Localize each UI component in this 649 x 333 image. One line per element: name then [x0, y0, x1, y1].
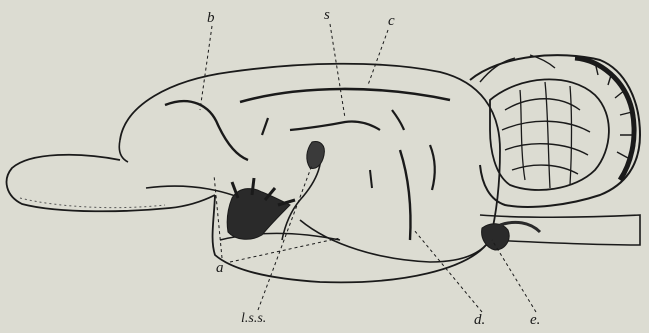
label-c: c — [388, 14, 395, 29]
leader-line-b — [200, 26, 212, 110]
cerebral-hemisphere-outline — [120, 64, 500, 283]
leader-line-s — [330, 24, 345, 118]
olfactory-lobe — [7, 155, 215, 212]
cerebellum-folia-1 — [505, 99, 580, 110]
cerebellum-folia-6 — [545, 82, 550, 188]
leader-line-c — [368, 30, 388, 85]
leader-line-d — [414, 230, 482, 312]
cerebellum-folia-3 — [505, 144, 588, 155]
sulcus-small-1 — [262, 118, 268, 135]
sulcus-small-4 — [400, 150, 411, 240]
sulcus-b — [165, 101, 248, 160]
sulcus-s — [290, 122, 380, 130]
label-d: d. — [474, 313, 485, 328]
nerve-root-2 — [252, 178, 254, 195]
cerebellum-folia-2 — [502, 121, 590, 132]
insula-patch — [307, 142, 325, 169]
label-s: s — [324, 8, 330, 23]
temporal-lobe-curve — [300, 220, 490, 262]
leader-line-a-1 — [214, 175, 222, 258]
leader-line-a-2 — [230, 238, 340, 262]
label-lss: l.s.s. — [241, 312, 266, 326]
label-e: e. — [530, 313, 540, 328]
label-a: a — [216, 261, 224, 276]
sulcus-small-2 — [392, 110, 404, 130]
label-b: b — [207, 11, 215, 26]
cerebellum-vermis — [575, 58, 634, 180]
hemisphere-lower-edge — [119, 140, 128, 162]
olfactory-shading — [20, 198, 165, 208]
sulcus-small-3 — [430, 145, 435, 190]
sulcus-c — [240, 89, 450, 102]
cerebellum-folia-7 — [570, 86, 572, 185]
sulcus-small-5 — [370, 170, 372, 188]
leader-line-lss — [258, 165, 312, 310]
cerebellum-folia-4 — [512, 165, 578, 174]
leader-line-e — [492, 240, 536, 312]
